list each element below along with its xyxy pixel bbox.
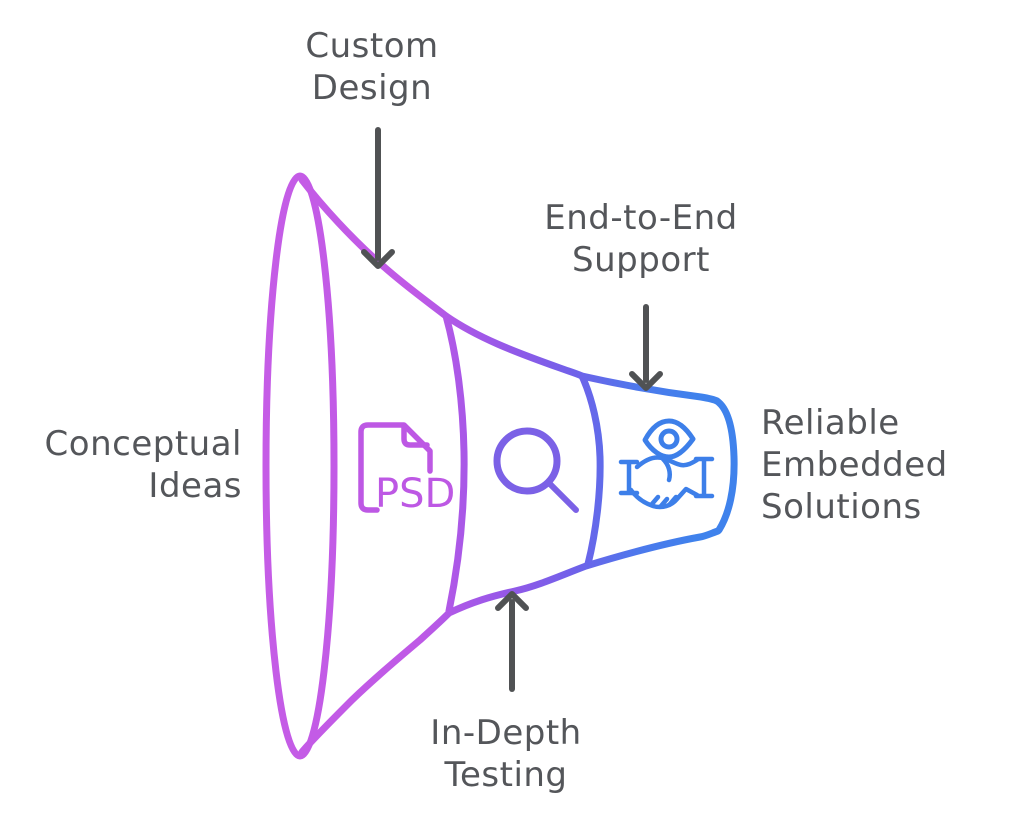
handshake-right-cuff [693,456,715,499]
label-custom-design: Custom Design [305,26,439,109]
eye-pupil [658,428,680,450]
label-reliable-embedded-solutions: Reliable Embedded Solutions [761,403,948,528]
psd-file-label: PSD [375,471,455,517]
end-to-end-support-arrow [629,304,663,391]
eye-outline [642,418,696,460]
label-conceptual-ideas: Conceptual Ideas [44,424,242,507]
handshake-top-hands [634,455,700,470]
eye-icon [642,418,696,460]
psd-file-icon: PSD [358,422,455,517]
funnel-mouth-ellipse [262,172,338,760]
handshake-left-cuff [618,459,640,496]
arrow-up-head [495,591,529,611]
handshake-thumb [660,456,672,483]
funnel-spout-cap [713,397,738,534]
psd-file-fold [401,423,430,448]
funnel-outline [262,172,738,760]
in-depth-testing-arrow [495,591,529,692]
funnel-divider-2 [578,372,604,568]
search-icon [493,427,579,513]
custom-design-arrow [361,127,395,269]
label-in-depth-testing: In-Depth Testing [430,713,582,796]
search-icon-handle [547,481,579,513]
handshake-icon [618,455,715,510]
callout-arrows [361,127,663,692]
funnel-bottom-edge [298,527,722,756]
label-end-to-end-support: End-to-End Support [544,198,738,281]
handshake-fingers [649,494,679,509]
arrow-down-head [361,249,395,269]
psd-file-outline [358,422,433,513]
search-icon-lens [493,427,561,495]
arrow-down-head [629,371,663,391]
funnel-divider-1 [442,312,468,615]
